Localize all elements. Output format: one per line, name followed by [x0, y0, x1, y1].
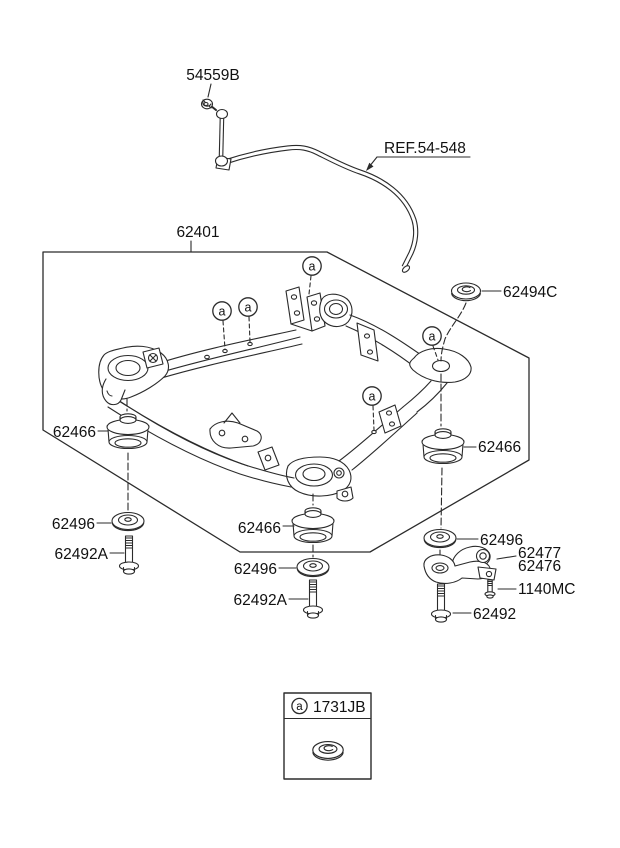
- marker-a-letter: a: [309, 260, 316, 274]
- grommet-drawing: [450, 282, 482, 302]
- marker-a-3: a: [302, 256, 322, 276]
- label-stabilizer-nut: 54559B: [186, 67, 239, 84]
- stabilizer-ref-arrowhead: [366, 162, 374, 171]
- bolt-right-drawing: [430, 583, 452, 623]
- marker-a-1: a: [212, 301, 232, 321]
- marker-a-letter: a: [219, 305, 226, 319]
- label-stay-lower: 62476: [518, 558, 561, 575]
- marker-a-2: a: [238, 297, 258, 317]
- washer-center-drawing: [296, 557, 330, 578]
- marker-a-4: a: [422, 326, 442, 346]
- callouts: 54559B REF.54-548 62401 62494C 62466 624…: [52, 67, 576, 623]
- bushing-center-drawing: [291, 507, 335, 544]
- stabilizer-bar-drawing: [224, 144, 419, 273]
- label-stabilizer-ref: REF.54-548: [384, 140, 466, 157]
- washer-left-drawing: [111, 511, 145, 532]
- label-bolt-long-left: 62492A: [55, 546, 109, 563]
- legend-marker-letter: a: [296, 701, 303, 713]
- stay-bracket-drawing: [423, 545, 497, 584]
- washer-right-drawing: [423, 528, 457, 549]
- bushing-left-drawing: [106, 413, 150, 450]
- marker-a-letter: a: [245, 301, 252, 315]
- crossmember-frame-drawing: [98, 286, 472, 502]
- bolt-left-drawing: [118, 535, 140, 575]
- stay-bolt-drawing: [484, 579, 496, 599]
- diagram-boundary: [42, 251, 530, 553]
- stabilizer-nut-drawing: [200, 98, 214, 110]
- marker-a-group: a a a a a: [212, 256, 442, 435]
- label-washer-center: 62496: [234, 561, 277, 578]
- legend-grommet-drawing: [312, 741, 344, 761]
- bushing-right-drawing: [421, 428, 465, 465]
- legend-part-number: 1731JB: [313, 699, 366, 716]
- assembly-axis-lines: [126, 302, 491, 582]
- stabilizer-ref-leader: [368, 156, 471, 168]
- label-bolt-long-center: 62492A: [234, 592, 288, 609]
- parts-drawings: [106, 282, 497, 623]
- label-bolt-plain: 62492: [473, 606, 516, 623]
- marker-a-letter: a: [369, 390, 376, 404]
- label-bushing-center: 62466: [238, 520, 281, 537]
- label-bushing-left: 62466: [53, 424, 96, 441]
- stabilizer-link-drawing: [200, 98, 232, 171]
- marker-a-letter: a: [429, 330, 436, 344]
- marker-a-5: a: [362, 386, 382, 406]
- label-bushing-right: 62466: [478, 439, 521, 456]
- label-crossmember: 62401: [176, 224, 219, 241]
- label-grommet: 62494C: [503, 284, 557, 301]
- label-washer-right: 62496: [480, 532, 523, 549]
- label-stay-upper: 62477: [518, 545, 561, 562]
- label-stay-bolt: 1140MC: [518, 581, 575, 598]
- label-washer-left: 62496: [52, 516, 95, 533]
- legend-box: a 1731JB: [283, 692, 372, 780]
